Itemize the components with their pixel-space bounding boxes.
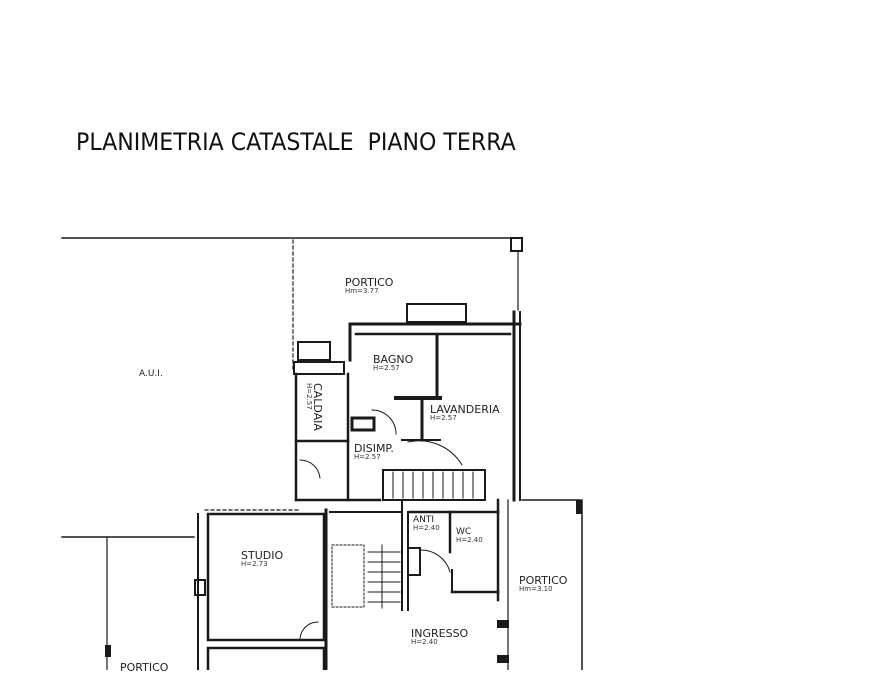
- room-name: PORTICO: [519, 574, 568, 587]
- room-label-anti: ANTI H=2.40: [413, 516, 440, 532]
- room-height: H=2.40: [413, 524, 440, 532]
- room-name: INGRESSO: [411, 627, 469, 640]
- room-height: Hm=3.10: [519, 585, 553, 593]
- room-label-aui: A.U.I.: [139, 369, 163, 379]
- room-label-portico-bottom: PORTICO: [120, 661, 169, 674]
- room-name: DISIMP.: [354, 442, 394, 455]
- room-height: Hm=3.77: [345, 287, 379, 295]
- room-label-bagno: BAGNO H=2.57: [373, 354, 413, 372]
- room-name: STUDIO: [241, 549, 284, 562]
- plan-title: PLANIMETRIA CATASTALE PIANO TERRA: [76, 128, 516, 156]
- room-label-caldaia: CALDAIA H=2.57: [305, 383, 324, 431]
- room-name: WC: [456, 527, 472, 537]
- room-label-ingresso: INGRESSO H=2.40: [411, 628, 468, 646]
- room-label-portico-right: PORTICO Hm=3.10: [519, 575, 567, 593]
- room-height: H=2.40: [411, 638, 438, 646]
- room-height: H=2.57: [430, 414, 457, 422]
- room-label-lavanderia: LAVANDERIA H=2.57: [430, 404, 500, 422]
- room-name: ANTI: [413, 515, 435, 525]
- room-height: H=2.73: [241, 560, 268, 568]
- room-name: BAGNO: [373, 353, 414, 366]
- room-height: H=2.57: [354, 453, 381, 461]
- room-name: LAVANDERIA: [430, 403, 500, 416]
- room-height: H=2.57: [373, 364, 400, 372]
- room-height: H=2.40: [456, 536, 483, 544]
- room-label-wc: WC H=2.40: [456, 528, 483, 544]
- room-label-disimp: DISIMP. H=2.57: [354, 443, 394, 461]
- room-label-portico-top: PORTICO Hm=3.77: [345, 277, 393, 295]
- room-label-studio: STUDIO H=2.73: [241, 550, 283, 568]
- room-name: PORTICO: [345, 276, 394, 289]
- room-name: CALDAIA: [311, 383, 324, 431]
